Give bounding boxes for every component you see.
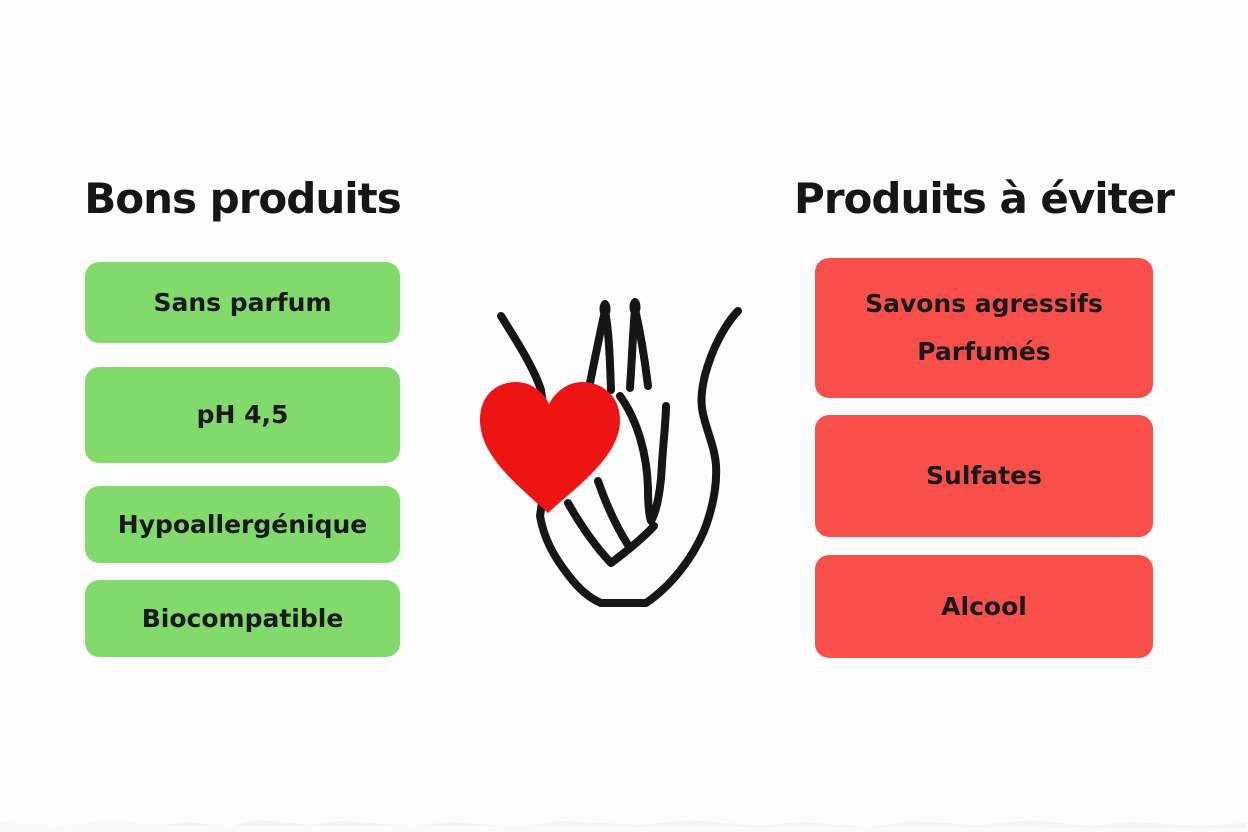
good-product-label: pH 4,5 xyxy=(196,400,289,429)
good-product-label: Biocompatible xyxy=(141,603,344,633)
avoid-product-box: Sulfates xyxy=(815,415,1153,537)
avoid-product-box: Alcool xyxy=(815,555,1153,658)
good-product-box: Sans parfum xyxy=(85,262,400,343)
avoid-product-label: Alcool xyxy=(941,591,1027,621)
stamen-tip xyxy=(629,298,641,316)
stamen-tip xyxy=(599,300,611,318)
center-illustration xyxy=(468,283,770,617)
bottom-edge-texture xyxy=(0,820,1248,832)
flower-line-drawing-icon xyxy=(480,298,742,607)
avoid-product-label: Sulfates xyxy=(926,461,1042,490)
inner-petal-line xyxy=(616,392,670,525)
avoid-product-label: Parfumés xyxy=(917,337,1051,366)
avoid-product-label: Savons agressifs xyxy=(865,289,1103,318)
good-product-label: Hypoallergénique xyxy=(117,509,368,539)
good-product-box: Biocompatible xyxy=(85,580,400,657)
heart-icon xyxy=(480,382,620,513)
avoid-product-box: Savons agressifs Parfumés xyxy=(815,258,1153,398)
right-column-title: Produits à éviter xyxy=(794,173,1175,223)
left-column-title: Bons produits xyxy=(84,173,401,223)
stamen-line xyxy=(626,305,652,392)
inner-petal-line xyxy=(564,499,658,567)
good-product-label: Sans parfum xyxy=(153,287,332,317)
good-product-box: pH 4,5 xyxy=(85,367,400,463)
inner-petal-line xyxy=(594,477,632,549)
stamen-line xyxy=(586,307,615,394)
good-product-box: Hypoallergénique xyxy=(85,486,400,563)
